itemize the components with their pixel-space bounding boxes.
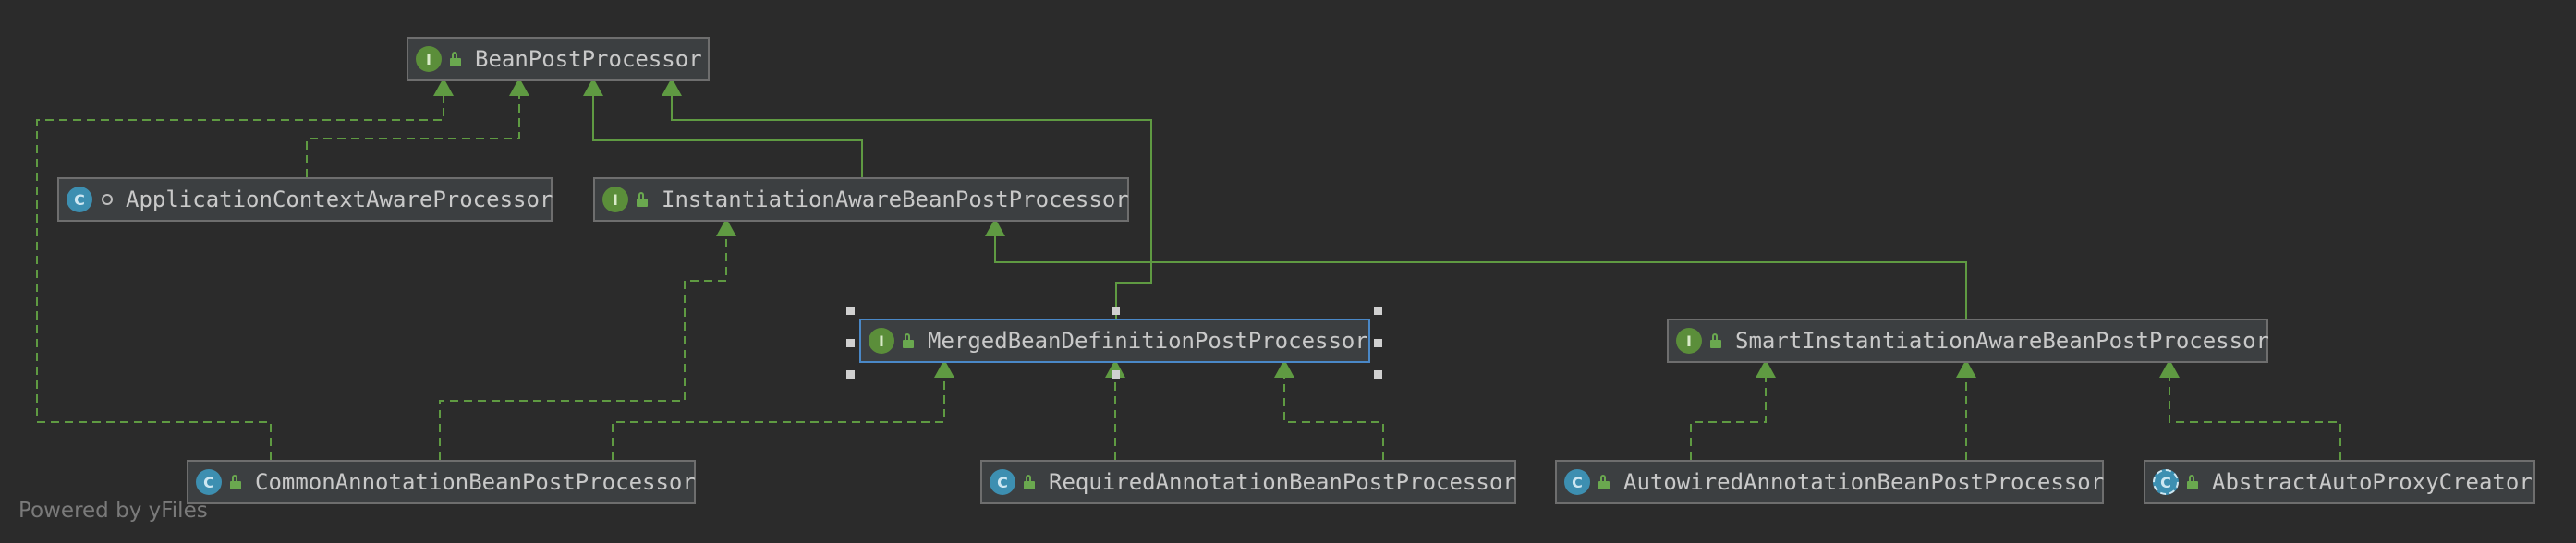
visibility-icon xyxy=(449,52,462,66)
node-label: RequiredAnnotationBeanPostProcessor xyxy=(1049,469,1516,495)
selection-handle[interactable] xyxy=(1374,370,1382,379)
node-label: SmartInstantiationAwareBeanPostProcessor xyxy=(1735,328,2269,354)
edge-arrowhead-7 xyxy=(1105,359,1125,378)
visibility-icon xyxy=(229,475,242,489)
class-icon: C xyxy=(67,187,92,212)
selection-handle[interactable] xyxy=(846,339,855,347)
node-label: CommonAnnotationBeanPostProcessor xyxy=(255,469,696,495)
yfiles-watermark: Powered by yFiles xyxy=(18,499,208,523)
edge-arrowhead-3 xyxy=(985,218,1005,236)
selection-handle[interactable] xyxy=(846,307,855,315)
node-application-context-aware-processor[interactable]: C ApplicationContextAwareProcessor xyxy=(57,177,553,222)
edge-arrowhead-11 xyxy=(2159,359,2180,378)
edge-line-9 xyxy=(1690,378,1767,460)
node-autowired-annotation-bean-post-processor[interactable]: C AutowiredAnnotationBeanPostProcessor xyxy=(1555,460,2104,504)
node-label: BeanPostProcessor xyxy=(475,46,702,72)
node-label: AutowiredAnnotationBeanPostProcessor xyxy=(1623,469,2105,495)
class-icon: C xyxy=(990,469,1015,495)
selection-handle[interactable] xyxy=(846,370,855,379)
node-instantiation-aware-bean-post-processor[interactable]: I InstantiationAwareBeanPostProcessor xyxy=(593,177,1129,222)
visibility-icon xyxy=(1023,475,1036,489)
edge-line-6 xyxy=(612,378,945,460)
edge-arrowhead-0 xyxy=(509,78,529,96)
edge-arrowhead-4 xyxy=(433,78,454,96)
abstract-class-icon: C xyxy=(2153,469,2179,495)
node-label: MergedBeanDefinitionPostProcessor xyxy=(928,328,1368,354)
edge-arrowhead-6 xyxy=(934,359,954,378)
edge-line-8 xyxy=(1283,378,1384,460)
node-common-annotation-bean-post-processor[interactable]: C CommonAnnotationBeanPostProcessor xyxy=(187,460,696,504)
edge-arrowhead-9 xyxy=(1756,359,1776,378)
edge-arrowhead-1 xyxy=(583,78,603,96)
edge-line-11 xyxy=(2169,378,2341,460)
interface-icon: I xyxy=(416,46,442,72)
interface-icon: I xyxy=(869,328,894,354)
visibility-icon xyxy=(2186,475,2199,489)
node-label: InstantiationAwareBeanPostProcessor xyxy=(662,187,1129,212)
visibility-icon xyxy=(1709,333,1722,348)
interface-icon: I xyxy=(1676,328,1702,354)
selection-handle[interactable] xyxy=(1112,370,1120,379)
edge-line-1 xyxy=(592,96,863,177)
visibility-icon xyxy=(902,333,915,348)
class-icon: C xyxy=(196,469,222,495)
edge-line-3 xyxy=(994,236,1967,319)
selection-handle[interactable] xyxy=(1374,339,1382,347)
visibility-icon xyxy=(636,192,649,207)
interface-icon: I xyxy=(602,187,628,212)
edge-line-4 xyxy=(36,96,444,460)
selection-handle[interactable] xyxy=(1112,307,1120,315)
node-label: AbstractAutoProxyCreator xyxy=(2212,469,2533,495)
edge-arrowhead-8 xyxy=(1274,359,1294,378)
selection-handle[interactable] xyxy=(1374,307,1382,315)
node-bean-post-processor[interactable]: I BeanPostProcessor xyxy=(407,37,710,81)
edge-arrowhead-2 xyxy=(662,78,682,96)
class-icon: C xyxy=(1564,469,1590,495)
visibility-icon xyxy=(1598,475,1610,489)
edge-line-0 xyxy=(306,96,520,177)
edge-arrowhead-10 xyxy=(1956,359,1976,378)
node-smart-instantiation-aware-bean-post-processor[interactable]: I SmartInstantiationAwareBeanPostProcess… xyxy=(1667,319,2269,363)
edge-arrowhead-5 xyxy=(716,218,736,236)
edge-line-2 xyxy=(671,96,1152,319)
visibility-icon xyxy=(102,194,113,205)
node-abstract-auto-proxy-creator[interactable]: C AbstractAutoProxyCreator xyxy=(2144,460,2535,504)
node-merged-bean-definition-post-processor[interactable]: I MergedBeanDefinitionPostProcessor xyxy=(859,319,1370,363)
node-required-annotation-bean-post-processor[interactable]: C RequiredAnnotationBeanPostProcessor xyxy=(980,460,1516,504)
node-label: ApplicationContextAwareProcessor xyxy=(126,187,553,212)
edge-line-5 xyxy=(439,236,727,460)
